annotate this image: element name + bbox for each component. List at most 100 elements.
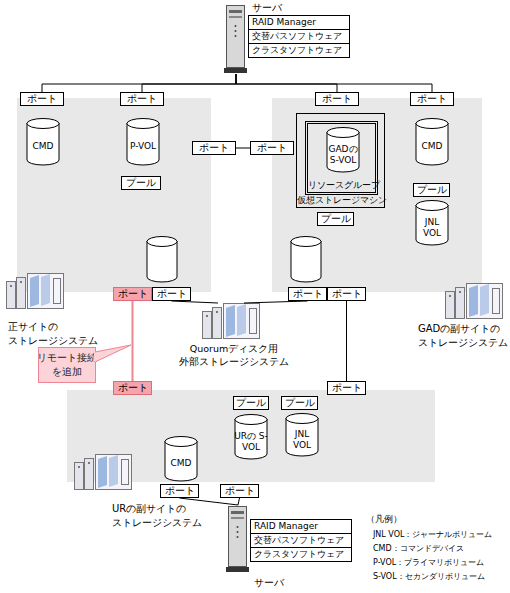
volume-label: JNL VOL <box>415 211 449 244</box>
software-row: クラスタソフトウェア <box>249 43 349 57</box>
volume-cylinder: CMD <box>164 436 198 482</box>
port-label: ポート <box>328 382 365 394</box>
cylinder-body <box>127 123 159 165</box>
server-led <box>235 25 237 27</box>
remote-connection-line <box>132 301 134 381</box>
volume-cylinder: P-VOL <box>126 118 160 166</box>
server-led <box>237 536 239 538</box>
port-label: ポート <box>251 142 293 154</box>
legend-row: S-VOL：セカンダリボリューム <box>373 570 492 584</box>
server-slot <box>229 16 242 18</box>
pool-label: プール <box>122 177 160 189</box>
software-row: 交替パスソフトウェア <box>251 533 351 547</box>
cylinder-top <box>27 119 59 129</box>
port-label: ポート <box>328 288 365 300</box>
group-label: リソースグループ <box>308 180 375 191</box>
site-label: URの副サイトの ストレージシステム <box>112 502 208 530</box>
port-box: ポート <box>315 92 359 106</box>
port-box: ポート <box>20 92 64 106</box>
port-label: ポート <box>411 93 453 105</box>
virtual-storage-machine: GADの S-VOLリソースグループ仮想ストレージマシン <box>296 113 385 208</box>
server-base <box>224 68 247 73</box>
volume-label: URの S-VOL <box>234 425 268 458</box>
storage-icon <box>446 284 503 319</box>
volume-label: P-VOL <box>126 129 160 164</box>
storage-icon <box>75 455 132 490</box>
port-box: ポート <box>327 287 366 301</box>
server-label: サーバ <box>252 2 282 14</box>
cylinder-top <box>416 201 448 211</box>
volume-cylinder: CMD <box>415 118 449 166</box>
cylinder-top <box>327 128 359 138</box>
server-led <box>235 30 237 32</box>
site-region: ポートポートCMDP-VOLプールポートポートポート正サイトの ストレージシステ… <box>17 98 211 292</box>
legend-text: P-VOL：プライマリボリューム <box>373 558 484 567</box>
callout-pointer <box>95 345 131 362</box>
quorum-storage: Quorumディスク用 外部ストレージシステム <box>198 303 264 339</box>
storage-icon <box>203 304 260 339</box>
connection-line <box>236 74 432 92</box>
site-label: GADの副サイトの ストレージシステム <box>418 322 510 350</box>
software-table: RAID Manager交替パスソフトウェアクラスタソフトウェア <box>250 519 352 562</box>
legend-text: S-VOL：セカンダリボリューム <box>373 572 485 581</box>
pool-box: プール <box>233 396 269 410</box>
pool-label: プール <box>318 213 353 225</box>
volume-label: CMD <box>164 447 198 480</box>
port-box: ポート <box>152 287 191 301</box>
volume-cylinder: GADの S-VOL <box>326 127 360 173</box>
port-box: ポート <box>288 287 327 301</box>
cylinder-top <box>235 415 267 425</box>
port-label: ポート <box>221 485 258 497</box>
software-row: RAID Manager <box>251 520 351 533</box>
server-slot <box>231 511 244 514</box>
legend-row: P-VOL：プライマリボリューム <box>373 556 492 570</box>
port-box: ポート <box>250 141 294 155</box>
pool-label: プール <box>282 397 317 409</box>
site-region: ポートポートポートGADの S-VOLリソースグループ仮想ストレージマシンプール… <box>272 98 482 292</box>
cylinder-top <box>127 119 159 129</box>
port-box: ポート <box>410 92 454 106</box>
cylinder-body <box>416 123 448 165</box>
volume-label: CMD <box>26 129 60 164</box>
connection-line <box>42 74 236 92</box>
port-label: ポート <box>114 382 151 394</box>
server-led <box>235 35 237 37</box>
connection-line <box>142 74 236 92</box>
callout-box: リモート接続 を追加 <box>38 347 96 383</box>
server-slot <box>229 10 242 13</box>
cylinder-top <box>147 237 177 247</box>
server-base <box>226 567 249 572</box>
port-label: ポート <box>153 288 190 300</box>
port-box: ポート <box>220 484 259 498</box>
legend-text: CMD：コマンドデバイス <box>373 544 464 553</box>
port-label: ポート <box>114 288 151 300</box>
storage-shape <box>198 303 264 339</box>
legend-list: JNL VOL：ジャーナルボリューム CMD：コマンドデバイス P-VOL：プライマ… <box>373 528 492 584</box>
server-icon <box>226 505 250 573</box>
port-label: ポート <box>316 93 358 105</box>
port-label: ポート <box>121 93 163 105</box>
cylinder-top <box>291 237 321 247</box>
cylinder-body <box>27 123 59 165</box>
server-led <box>237 531 239 533</box>
cylinder-top <box>165 437 197 447</box>
legend-row: CMD：コマンドデバイス <box>373 542 492 556</box>
legend-text: JNL VOL：ジャーナルボリューム <box>373 530 492 539</box>
server-body <box>229 507 247 567</box>
software-row: 交替パスソフトウェア <box>249 29 349 43</box>
volume-label: GADの S-VOL <box>326 138 360 171</box>
site-label: 正サイトの ストレージシステム <box>8 320 104 348</box>
added-port-box: ポート <box>113 287 152 301</box>
pool-box: プール <box>317 212 354 226</box>
cylinder-body <box>291 241 321 282</box>
connection-line <box>236 148 250 149</box>
volume-cylinder: JNL VOL <box>415 200 449 246</box>
pool-label: プール <box>234 397 268 409</box>
port-box: ポート <box>192 141 236 155</box>
callout-pointer-joint <box>94 353 96 362</box>
pool-box: プール <box>281 396 318 410</box>
cylinder-body <box>147 241 177 282</box>
